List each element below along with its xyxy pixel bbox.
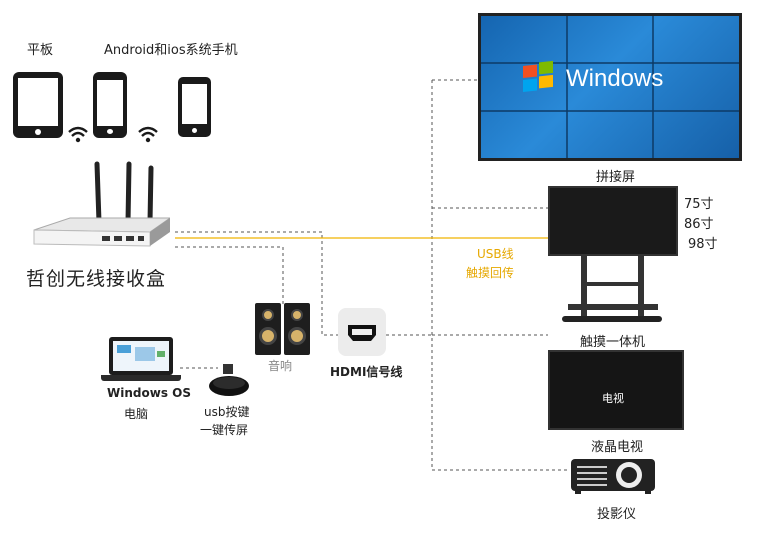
usb-key-label-1: usb按键 xyxy=(204,405,250,419)
tablet-icon xyxy=(13,72,63,138)
touch-panel-icon xyxy=(548,186,678,330)
laptop-os-label: Windows OS xyxy=(107,386,191,400)
hdmi-label: HDMI信号线 xyxy=(330,365,403,379)
touch-panel-label: 触摸一体机 xyxy=(580,335,646,350)
usb-key-icon xyxy=(209,364,249,396)
size-86: 86寸 xyxy=(684,217,714,232)
speaker-icon xyxy=(255,303,281,355)
speaker-label: 音响 xyxy=(268,359,293,373)
video-wall-label: 拼接屏 xyxy=(596,170,636,185)
tv-icon: 电视 xyxy=(548,350,684,430)
projector-icon xyxy=(571,459,655,494)
phone-icon xyxy=(93,72,127,138)
speaker-icon xyxy=(284,303,310,355)
tv-screen-text: 电视 xyxy=(602,392,624,405)
tablet-label: 平板 xyxy=(27,43,54,58)
usb-line-label: USB线 xyxy=(477,247,514,261)
touch-back-label: 触摸回传 xyxy=(466,266,515,280)
tv-label: 液晶电视 xyxy=(591,440,644,455)
router-icon xyxy=(33,161,170,247)
laptop-icon xyxy=(101,337,181,383)
phone-label: Android和ios系统手机 xyxy=(104,43,238,58)
receiver-label: 哲创无线接收盒 xyxy=(26,268,167,290)
video-wall-icon: Windows xyxy=(478,13,742,161)
windows-logo-text: Windows xyxy=(566,65,664,92)
size-75: 75寸 xyxy=(684,197,714,212)
laptop-label: 电脑 xyxy=(124,407,149,421)
hdmi-icon xyxy=(338,308,386,356)
projector-label: 投影仪 xyxy=(597,507,637,522)
size-98: 98寸 xyxy=(688,237,718,252)
wifi-icon xyxy=(68,126,88,143)
usb-key-label-2: 一键传屏 xyxy=(200,423,249,437)
phone-icon xyxy=(178,77,211,137)
wifi-icon xyxy=(138,126,158,143)
